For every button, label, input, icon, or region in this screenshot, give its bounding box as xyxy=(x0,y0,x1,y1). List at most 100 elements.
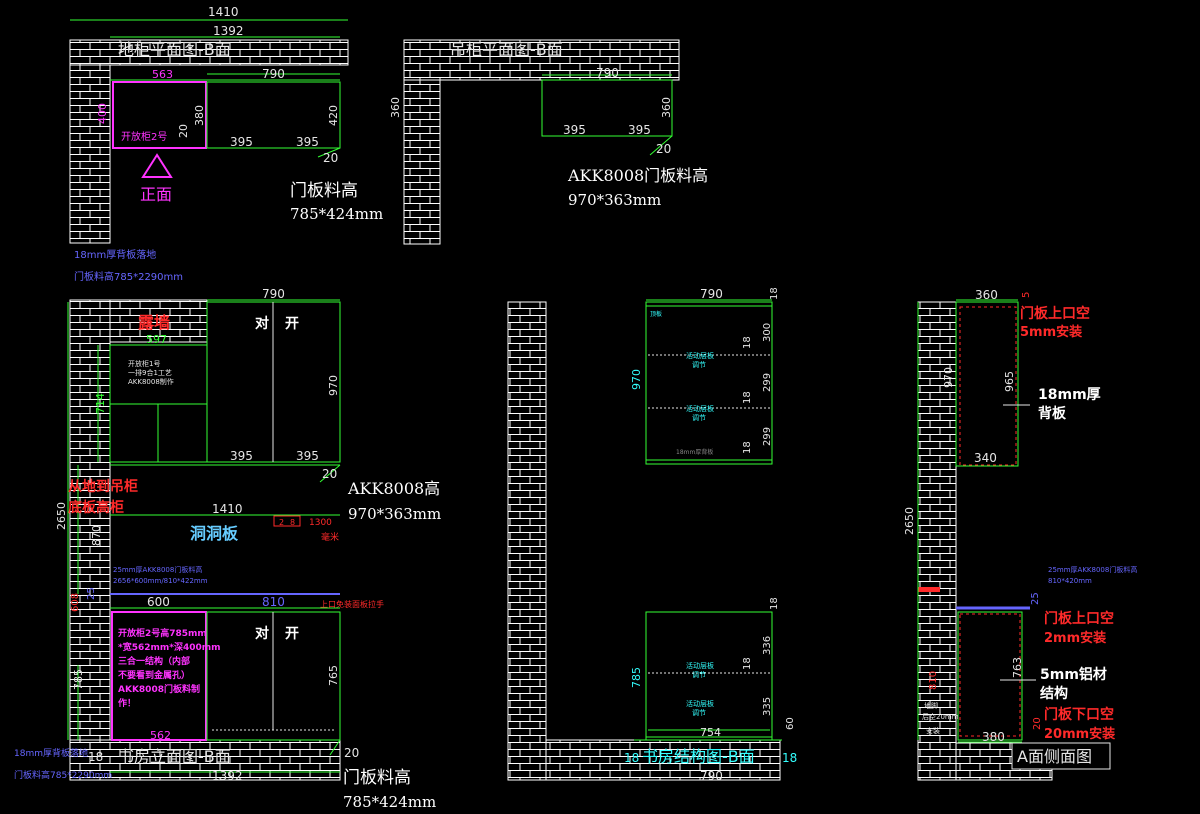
wall-cabinet-plan: 吊柜平面图-B面 790 360 360 395 395 20 AKK8008门… xyxy=(389,39,708,245)
leader-line xyxy=(319,464,341,483)
door-note: 785*424mm xyxy=(290,205,383,223)
upper-door-note: 970*363mm xyxy=(348,505,441,523)
elevation-title: 书房立面图-B面 xyxy=(118,747,231,766)
door-note: 785*424mm xyxy=(343,793,436,811)
cabinet-outline xyxy=(541,79,673,137)
lower-cabinet-side xyxy=(957,611,1023,741)
floor-hatch xyxy=(545,739,781,781)
dimension-top-depth: 360 xyxy=(975,288,998,302)
dimension-door-right: 395 xyxy=(296,135,319,149)
dimension-open-width: 563 xyxy=(152,68,173,81)
wall-hatch xyxy=(69,64,111,244)
pegboard-mark-b: 8 xyxy=(290,518,295,527)
leader-line xyxy=(649,135,673,156)
dimension-seg3: 299 xyxy=(762,427,773,446)
dimension-lower-shelf: 18 xyxy=(742,657,753,670)
open-cabinet-2 xyxy=(111,611,207,741)
pegboard-mark xyxy=(273,515,301,527)
lower-open-note: 三合一结构（内部 xyxy=(118,655,190,667)
cabinet-outline xyxy=(206,81,341,149)
back-panel-note: 18mm厚背板落地 xyxy=(14,747,88,759)
dimension-gap: 20 xyxy=(322,467,337,481)
door-label: 对 xyxy=(255,625,269,642)
dimension-lower-top-thk: 18 xyxy=(769,597,780,610)
open-cabinet-label: 开放柜2号 xyxy=(121,130,167,143)
lower-top-note: 门板上口空 xyxy=(1044,610,1114,627)
door-label: 对 xyxy=(255,315,269,332)
door-note: AKK8008门板料高 xyxy=(567,166,708,185)
back-panel-note: 背板 xyxy=(1038,405,1067,422)
side-title: A面侧面图 xyxy=(1017,747,1092,766)
shelf-note: 调节 xyxy=(692,413,706,422)
dimension-bottom-thk: 18 xyxy=(742,441,753,454)
dimension-depth-mid: 380 xyxy=(193,105,206,126)
dimension-width: 790 xyxy=(596,66,619,80)
dimension-plinth: 60 xyxy=(785,717,796,730)
dimension-lower-open-width: 600 xyxy=(147,595,170,609)
shelf-note: 活动层板 xyxy=(686,404,714,413)
red-note: 从地到吊柜 xyxy=(68,478,138,495)
shelf-note: 810*420mm xyxy=(1048,577,1092,585)
lower-cabinet-box xyxy=(645,611,773,741)
dimension-lower-total: 608 xyxy=(70,593,81,612)
red-marker xyxy=(918,587,940,592)
dimension-bottom-side: 18 xyxy=(88,750,103,764)
upper-cabinet-side xyxy=(955,301,1019,467)
red-note: 底板高柜 xyxy=(68,499,124,516)
wall-hatch xyxy=(917,301,957,781)
dimension-upper-inner: 965 xyxy=(1003,371,1016,392)
lower-door-side xyxy=(959,613,1021,737)
dimension-gap-left: 20 xyxy=(177,124,190,138)
dimension-shelf1: 18 xyxy=(742,336,753,349)
alu-note: 结构 xyxy=(1040,685,1068,702)
plan-title: 吊柜平面图-B面 xyxy=(450,40,563,59)
lower-top-note: 2mm安装 xyxy=(1044,630,1106,646)
wall-hatch xyxy=(69,39,349,66)
pegboard-label: 洞洞板 xyxy=(190,524,239,543)
lower-bottom-note: 门板下口空 xyxy=(1044,706,1114,723)
top-gap-note: 5mm安装 xyxy=(1020,324,1082,340)
back-panel-note: 18mm厚 xyxy=(1038,387,1101,403)
dimension-upper-width: 790 xyxy=(262,287,285,301)
dimension-gap-right: 20 xyxy=(323,151,338,165)
dimension-door-left: 395 xyxy=(230,449,253,463)
pegboard-height: 1300 xyxy=(309,518,332,528)
dimension-lower-inner: 763 xyxy=(1011,657,1024,678)
dimension-lower-open-bottom: 562 xyxy=(150,729,171,742)
dimension-top-gap: 5 xyxy=(1021,292,1032,298)
front-arrow-icon xyxy=(141,153,173,178)
dimension-lower-height: 785 xyxy=(72,669,85,690)
handle-note: 上口免装面板拉手 xyxy=(320,599,384,609)
back-panel-note: 门板料高785*2290mm xyxy=(74,270,183,283)
dimension-shelf: 25 xyxy=(86,587,97,600)
dimension-gap: 20 xyxy=(656,142,671,156)
open-cabinet-outline xyxy=(112,81,207,149)
dimension-lower-width: 790 xyxy=(700,769,723,783)
upper-cabinet-box xyxy=(645,301,773,465)
dimension-lower-depth: 380 xyxy=(982,730,1005,744)
pegboard-mark-a: 2 xyxy=(279,518,284,527)
dimension-seg2: 299 xyxy=(762,373,773,392)
dimension-lower-seg2: 335 xyxy=(762,697,773,716)
wall-hatch xyxy=(507,301,547,781)
dimension-inner: 1392 xyxy=(213,24,244,38)
dimension-open-width: 597 xyxy=(146,333,167,346)
shelf-note: 25mm厚AKK8008门板料高 xyxy=(1048,565,1137,574)
pegboard-unit: 毫米 xyxy=(321,531,339,543)
floor-note: 后空20mm xyxy=(922,712,959,721)
lower-open-note: *宽562mm*深400mm xyxy=(118,641,221,653)
dimension-side-right: 18 xyxy=(782,751,797,765)
shelf-note: 活动层板 xyxy=(686,351,714,360)
floor-note: 安装 xyxy=(926,726,940,735)
dimension-door-left: 395 xyxy=(563,123,586,137)
lower-open-note: 不要看到金属孔） xyxy=(118,669,190,681)
dimension-seg1: 300 xyxy=(762,323,773,342)
dimension-top-thk: 18 xyxy=(769,287,780,300)
dimension-door-right: 395 xyxy=(628,123,651,137)
alu-note: 5mm铝材 xyxy=(1040,666,1107,683)
back-panel-note: 门板料高785*2290mm xyxy=(14,769,112,781)
dimension-depth-right: 420 xyxy=(327,105,340,126)
door-label: 开 xyxy=(285,626,299,642)
lower-open-note: 作！ xyxy=(118,697,136,709)
